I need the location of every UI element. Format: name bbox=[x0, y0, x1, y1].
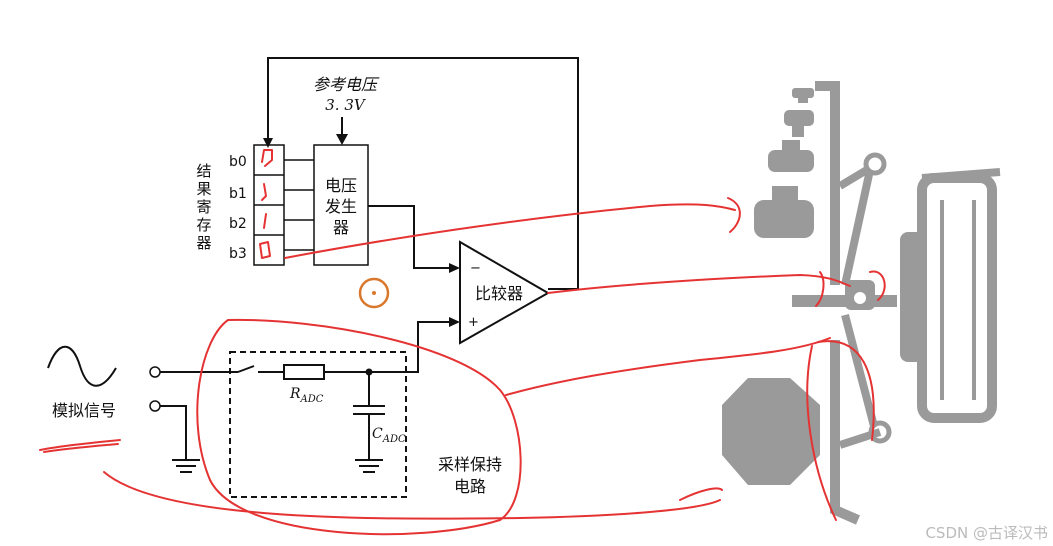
register-label-char: 器 bbox=[196, 234, 211, 252]
comparator-minus: − bbox=[470, 261, 481, 276]
capacitor-label: CADC bbox=[372, 426, 406, 445]
resistor-icon bbox=[283, 364, 325, 380]
register-bits: b0 b1 b2 b3 bbox=[229, 154, 247, 262]
resistor-sub: ADC bbox=[300, 394, 324, 405]
analog-signal-label: 模拟信号 bbox=[52, 401, 116, 420]
generator-to-comparator-wire bbox=[368, 205, 460, 273]
result-register-label: 结 果 寄 存 器 bbox=[196, 162, 211, 252]
sample-hold-label-line1: 采样保持 bbox=[438, 455, 502, 474]
feedback-wire bbox=[263, 57, 579, 290]
register-label-char: 果 bbox=[196, 180, 211, 198]
register-label-char: 寄 bbox=[196, 198, 211, 216]
comparator-plus: + bbox=[468, 315, 479, 330]
register-output-wires bbox=[284, 159, 314, 251]
voltage-generator-line3: 器 bbox=[333, 218, 349, 237]
reference-arrow bbox=[336, 117, 348, 145]
register-label-char: 结 bbox=[196, 162, 211, 180]
bit-label-b1: b1 bbox=[229, 186, 247, 202]
watermark: CSDN @古译汉书 bbox=[925, 524, 1048, 542]
switch-icon bbox=[237, 365, 284, 373]
capacitor-icon bbox=[353, 372, 385, 460]
resistor-label: RADC bbox=[289, 386, 324, 405]
capacitor-main: C bbox=[372, 426, 383, 442]
bit-label-b3: b3 bbox=[229, 246, 247, 262]
cursor-ring-icon bbox=[358, 277, 390, 309]
voltage-generator-line2: 发生 bbox=[325, 197, 357, 216]
comparator-label: 比较器 bbox=[475, 284, 523, 303]
bit-label-b0: b0 bbox=[229, 154, 247, 170]
sine-wave-icon bbox=[47, 345, 117, 387]
register-box bbox=[253, 144, 285, 266]
input-terminals bbox=[149, 366, 238, 460]
bit-label-b2: b2 bbox=[229, 216, 247, 232]
reference-voltage-value: 3. 3V bbox=[325, 96, 367, 114]
reference-voltage-title: 参考电压 bbox=[313, 75, 380, 94]
resistor-main: R bbox=[289, 386, 301, 402]
capacitor-sub: ADC bbox=[382, 434, 406, 445]
red-annotations bbox=[39, 149, 886, 536]
balance-scale-illustration bbox=[722, 81, 1001, 525]
voltage-generator-line1: 电压 bbox=[325, 176, 357, 195]
sample-hold-label-line2: 电路 bbox=[454, 477, 486, 496]
ground-icon bbox=[172, 459, 200, 473]
ground-icon bbox=[355, 459, 383, 473]
register-label-char: 存 bbox=[196, 216, 211, 234]
comparator-triangle bbox=[459, 240, 551, 345]
